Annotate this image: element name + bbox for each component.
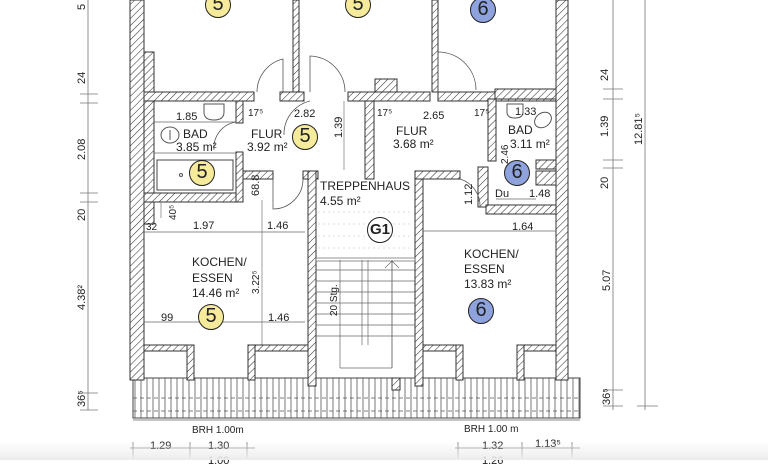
- left-dim-24: 24: [76, 71, 88, 84]
- left-dim-2-08: 2.08: [76, 138, 88, 160]
- right-dim-24: 24: [599, 68, 611, 81]
- kochen-right-area: 13.83 m²: [464, 277, 512, 291]
- dim-32: 32: [146, 222, 158, 233]
- unit-badge-6-kochen-right: 6: [468, 298, 494, 324]
- dim-1-12: 1.12: [463, 183, 475, 205]
- left-dim-20: 20: [76, 208, 88, 221]
- unit-badge-5-flur: 5: [292, 124, 318, 150]
- kochen-right-name-line2: ESSEN: [464, 262, 505, 276]
- stair-badge-g1: G1: [367, 217, 393, 243]
- bad-left-area: 3.85 m²: [176, 140, 217, 154]
- flur-right-width-dim: 2.65: [423, 110, 445, 122]
- treppenhaus-area: 4.55 m²: [320, 194, 361, 208]
- bad-left-name: BAD: [183, 127, 208, 141]
- right-dim-20: 20: [599, 176, 611, 189]
- right-dim-36-5: 36⁵: [601, 388, 613, 405]
- unit-badge-5-bad-left: 5: [189, 160, 215, 186]
- dim-1-97: 1.97: [193, 220, 215, 232]
- stairs: [315, 257, 416, 369]
- right-dim-1-39: 1.39: [599, 115, 611, 137]
- flur-right-area: 3.68 m²: [393, 137, 434, 151]
- unit-badge-5-kochen-left: 5: [198, 304, 224, 330]
- kochen-right-width-dim: 1.64: [512, 221, 534, 233]
- right-total-dim: 12.81⁵: [633, 112, 645, 145]
- bottom-fade: [0, 442, 768, 460]
- unit-badge-6-bad-right: 6: [504, 160, 530, 186]
- flur-left-wall-dim: 17⁵: [248, 108, 264, 119]
- shower-width-dim: 1.48: [529, 188, 551, 200]
- stairs-count-label: 20 Stg.: [329, 284, 340, 316]
- dim-1-46-bottom: 1.46: [268, 312, 290, 324]
- kochen-right-name-line1: KOCHEN/: [464, 247, 519, 261]
- right-dim-5-07: 5.07: [601, 269, 613, 291]
- kochen-left-area: 14.46 m²: [192, 286, 240, 300]
- flur-left-width-dim: 2.82: [294, 108, 316, 120]
- kochen-left-height-dim: 3.22⁵: [251, 270, 262, 294]
- left-dim-5: 5: [76, 3, 88, 10]
- kochen-left-name-line1: KOCHEN/: [192, 255, 247, 269]
- bad-right-name: BAD: [508, 123, 533, 137]
- right-dimension-lines: [603, 0, 658, 410]
- shower-label: Du: [495, 188, 510, 200]
- dim-68-8: 68.8: [250, 174, 262, 196]
- bad-left-width-dim: 1.85: [176, 111, 198, 123]
- kochen-left-name-line2: ESSEN: [192, 271, 233, 285]
- outer-wall-right: [555, 0, 569, 381]
- outer-wall-left: [129, 0, 145, 381]
- left-dimension-line: [80, 0, 98, 411]
- brh-left-label: BRH 1.00m: [192, 425, 244, 436]
- flur-right-wall-dim-right: 17⁵: [474, 108, 490, 119]
- flur-left-area: 3.92 m²: [247, 140, 288, 154]
- bad-right-width-dim: 1.33: [515, 106, 537, 118]
- flur-depth-dim: 1.39: [333, 116, 345, 138]
- brh-right-label: BRH 1.00 m: [464, 424, 519, 435]
- dim-99: 99: [161, 312, 174, 324]
- flur-right-name: FLUR: [396, 124, 428, 138]
- unit-badge-6-top-right: 6: [470, 0, 496, 23]
- dim-40: 40⁵: [168, 204, 179, 220]
- left-dim-4-38: 4.38²: [76, 284, 88, 310]
- treppenhaus-name: TREPPENHAUS: [320, 179, 411, 193]
- left-dim-36-5: 36⁵: [76, 390, 88, 407]
- dim-1-46-top: 1.46: [267, 220, 289, 232]
- flur-right-wall-dim-left: 17⁵: [377, 108, 393, 119]
- flur-left-name: FLUR: [251, 127, 283, 141]
- bad-right-area: 3.11 m²: [510, 137, 550, 151]
